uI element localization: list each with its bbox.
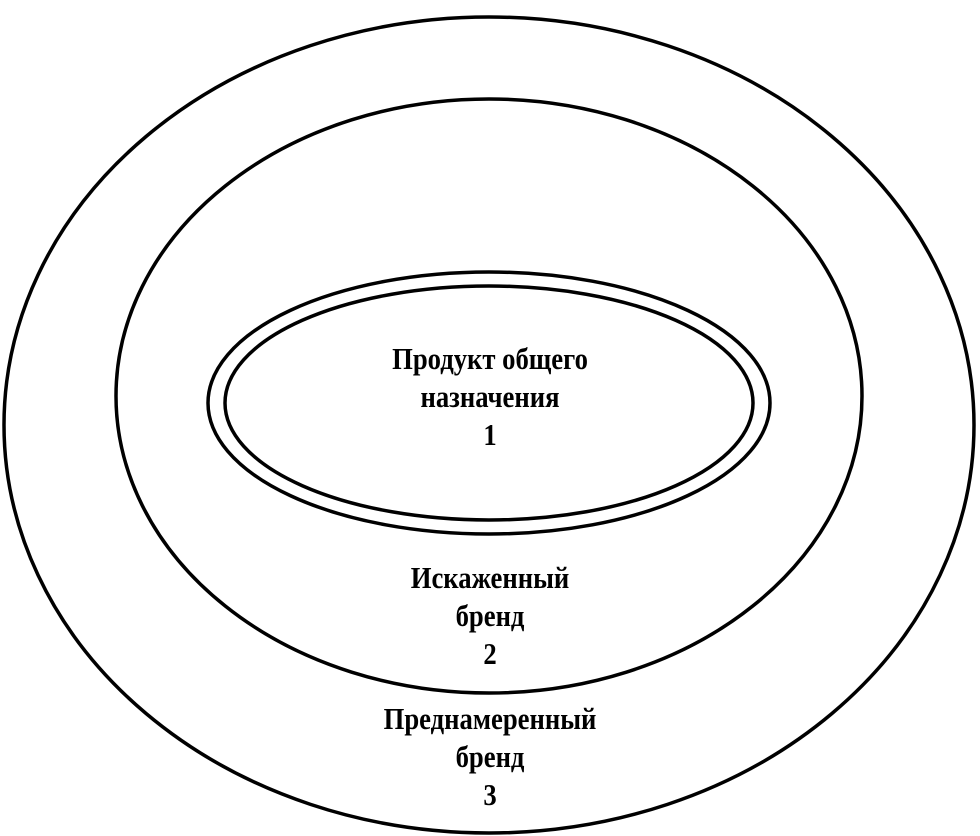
inner-ellipse-level-1 — [223, 284, 755, 522]
level-2-line-2: бренд — [455, 598, 525, 633]
level-2-label: Искаженный бренд 2 — [69, 559, 912, 673]
level-2-line-1: Искаженный — [410, 560, 570, 595]
outer-ellipse-level-3 — [2, 15, 976, 835]
level-1-line-1: Продукт общего — [392, 341, 588, 376]
level-1-label: Продукт общего назначения 1 — [69, 340, 912, 454]
level-3-number: 3 — [483, 777, 497, 812]
level-3-line-2: бренд — [455, 739, 525, 774]
level-1-number: 1 — [483, 417, 497, 452]
inner-ellipse-outline — [206, 270, 772, 536]
level-2-number: 2 — [483, 636, 497, 671]
level-3-line-1: Преднамеренный — [383, 701, 597, 736]
middle-ellipse-level-2 — [114, 97, 864, 695]
level-1-line-2: назначения — [420, 379, 560, 414]
level-3-label: Преднамеренный бренд 3 — [69, 700, 912, 814]
